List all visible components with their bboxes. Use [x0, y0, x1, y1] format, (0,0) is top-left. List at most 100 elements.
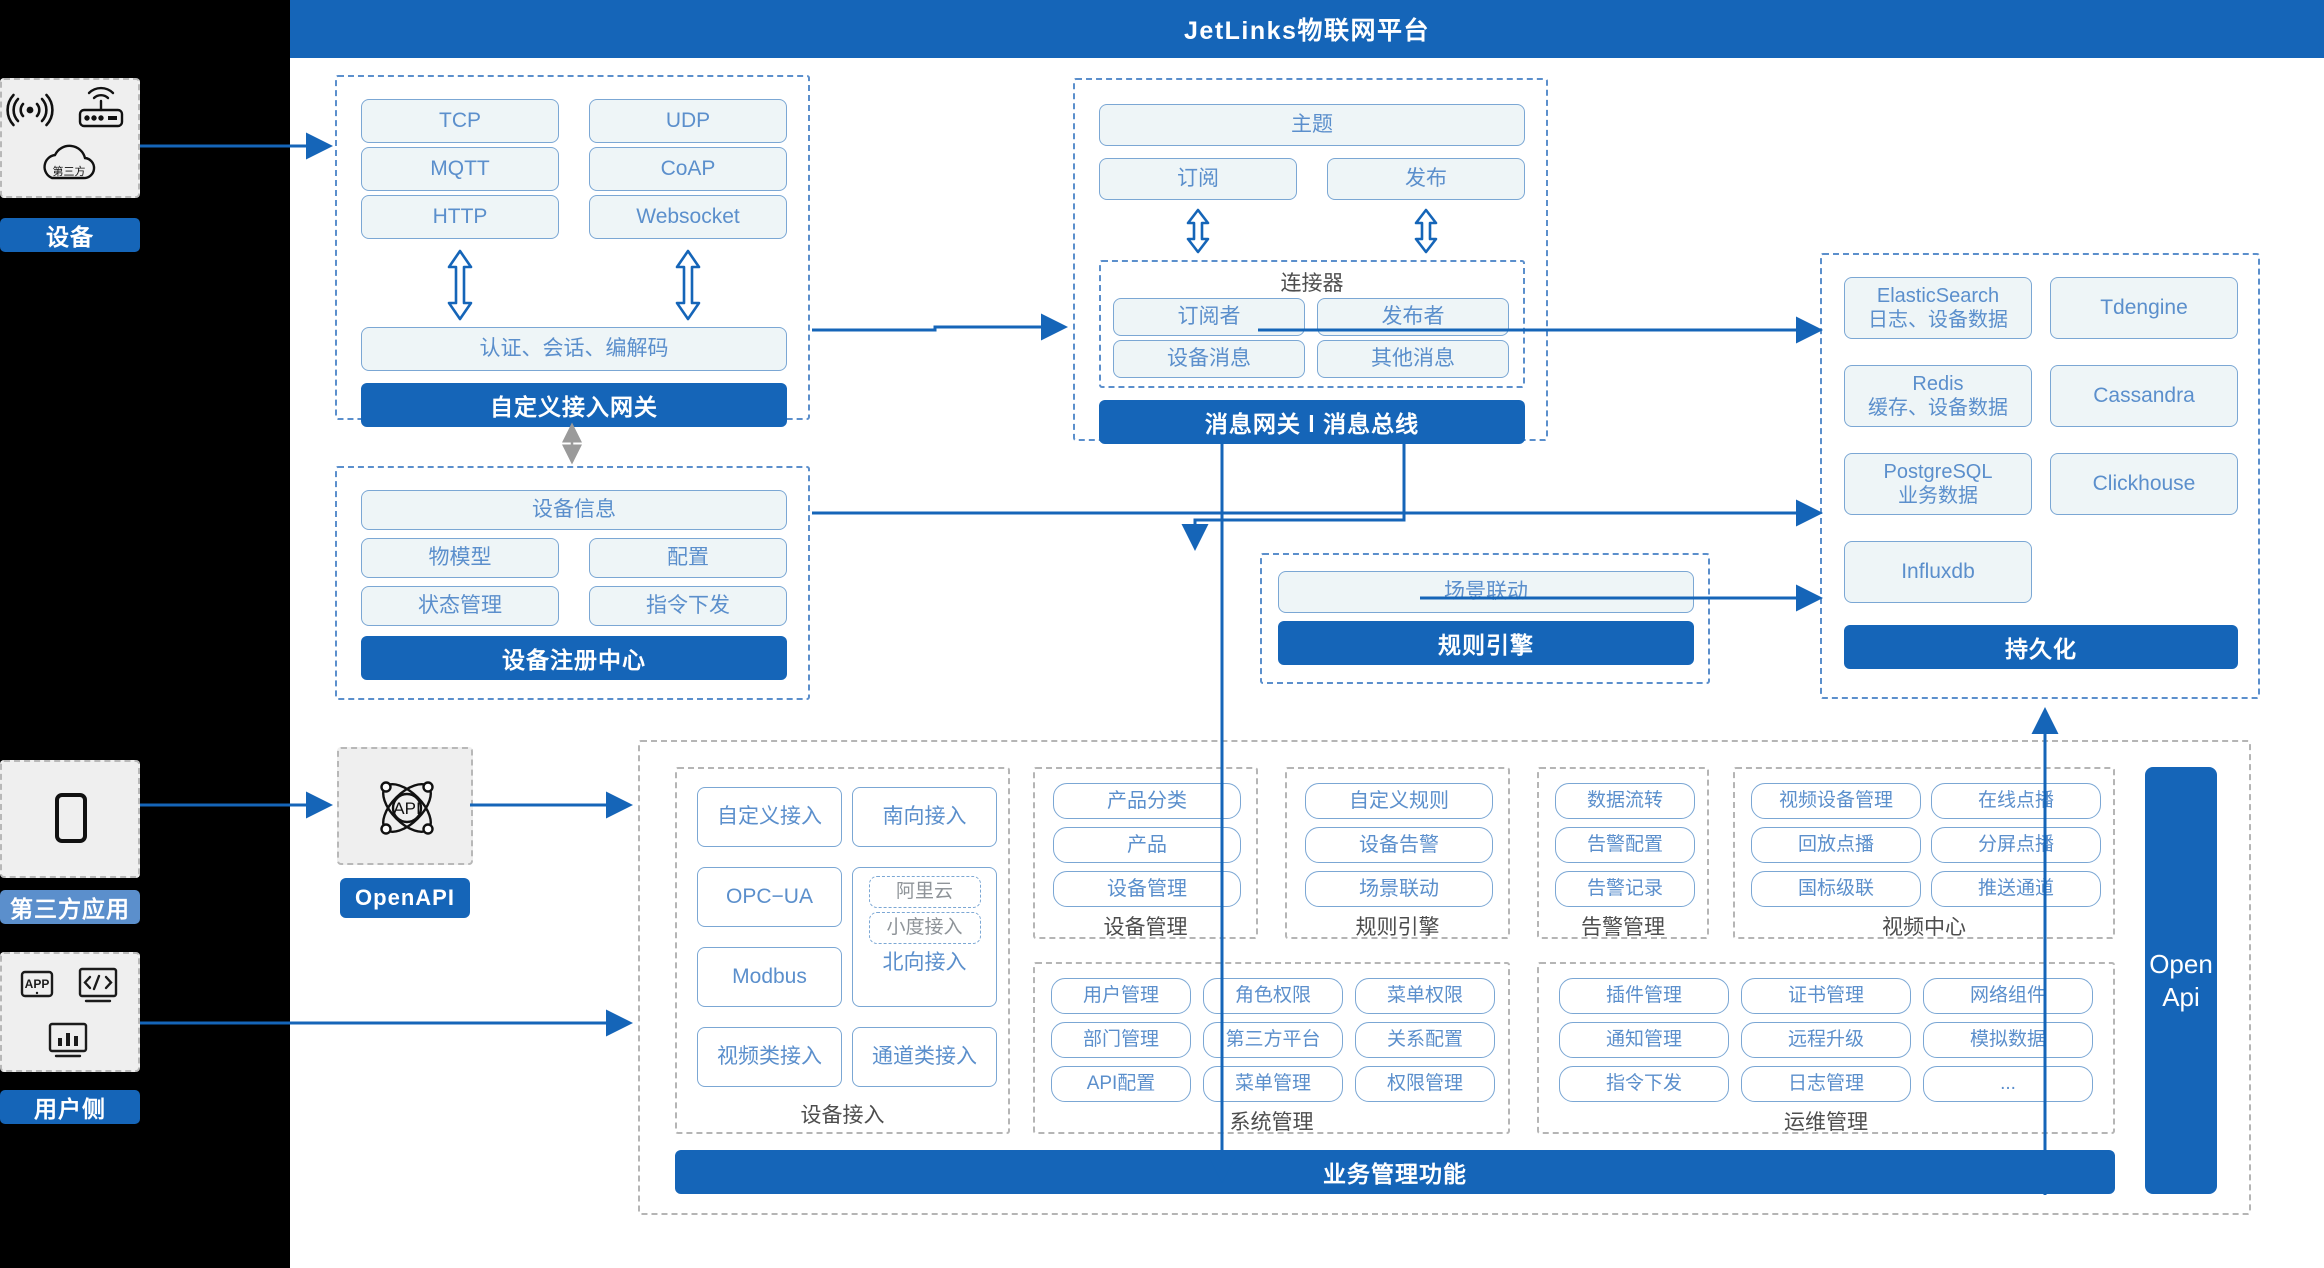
device-info-box[interactable]: 设备信息	[361, 490, 787, 530]
thing-model-box[interactable]: 物模型	[361, 538, 559, 578]
video-online-vod[interactable]: 在线点播	[1931, 783, 2101, 819]
persistence-bar[interactable]: 持久化	[1844, 625, 2238, 669]
ops-more[interactable]: ...	[1923, 1066, 2093, 1102]
message-gateway-bar[interactable]: 消息网关 l 消息总线	[1099, 400, 1525, 444]
video-split-screen[interactable]: 分屏点播	[1931, 827, 2101, 863]
devmgmt-device-management[interactable]: 设备管理	[1053, 871, 1241, 907]
sys-api-config[interactable]: API配置	[1051, 1066, 1191, 1102]
device-registry-bar[interactable]: 设备注册中心	[361, 636, 787, 680]
storage-influxdb[interactable]: Influxdb	[1844, 541, 2032, 603]
connector-group: 连接器 订阅者 发布者 设备消息 其他消息	[1099, 260, 1525, 388]
storage-elasticsearch[interactable]: ElasticSearch 日志、设备数据	[1844, 277, 2032, 339]
storage-group: ElasticSearch 日志、设备数据 Tdengine Redis 缓存、…	[1820, 253, 2260, 699]
cloud-label: 第三方	[53, 164, 86, 178]
subscribe-double-arrow	[1186, 208, 1210, 254]
device-mgmt-group: 产品分类 产品 设备管理 设备管理	[1033, 767, 1258, 939]
ops-cert-mgmt[interactable]: 证书管理	[1741, 978, 1911, 1014]
access-northbound-label: 北向接入	[882, 951, 967, 974]
storage-redis-sub: 缓存、设备数据	[1868, 397, 2008, 419]
video-playback-vod[interactable]: 回放点播	[1751, 827, 1921, 863]
gateway-double-arrow-right	[675, 249, 701, 321]
ops-network-comp[interactable]: 网络组件	[1923, 978, 2093, 1014]
ops-plugin-mgmt[interactable]: 插件管理	[1559, 978, 1729, 1014]
sys-third-party[interactable]: 第三方平台	[1203, 1022, 1343, 1058]
publish-double-arrow	[1414, 208, 1438, 254]
connector-device-message[interactable]: 设备消息	[1113, 340, 1305, 378]
protocol-mqtt[interactable]: MQTT	[361, 147, 559, 191]
ops-log-mgmt[interactable]: 日志管理	[1741, 1066, 1911, 1102]
access-aliyun[interactable]: 阿里云	[868, 876, 981, 908]
openapi-rail-line2: Api	[2162, 981, 2200, 1012]
access-xiaodu[interactable]: 小度接入	[868, 912, 981, 944]
state-mgmt-box[interactable]: 状态管理	[361, 586, 559, 626]
device-access-group: 自定义接入 OPC−UA Modbus 视频类接入 南向接入 阿里云 小度接入 …	[675, 767, 1010, 1134]
storage-postgresql[interactable]: PostgreSQL 业务数据	[1844, 453, 2032, 515]
access-opcua[interactable]: OPC−UA	[697, 867, 842, 927]
access-modbus[interactable]: Modbus	[697, 947, 842, 1007]
codec-box[interactable]: 认证、会话、编解码	[361, 327, 787, 371]
video-gb-cascade[interactable]: 国标级联	[1751, 871, 1921, 907]
ops-command-dispatch[interactable]: 指令下发	[1559, 1066, 1729, 1102]
access-northbound-container[interactable]: 阿里云 小度接入 北向接入	[852, 867, 997, 1007]
openapi-node-label[interactable]: OpenAPI	[340, 878, 470, 918]
third-party-app-rail-label: 第三方应用	[0, 890, 140, 924]
topic-box[interactable]: 主题	[1099, 104, 1525, 146]
access-video[interactable]: 视频类接入	[697, 1027, 842, 1087]
business-function-bar[interactable]: 业务管理功能	[675, 1150, 2115, 1194]
video-device-mgmt[interactable]: 视频设备管理	[1751, 783, 1921, 819]
user-side-rail-label: 用户侧	[0, 1090, 140, 1124]
connector-other-message[interactable]: 其他消息	[1317, 340, 1509, 378]
rule-device-alarm[interactable]: 设备告警	[1305, 827, 1493, 863]
sys-role-perm[interactable]: 角色权限	[1203, 978, 1343, 1014]
alarm-data-flow[interactable]: 数据流转	[1555, 783, 1695, 819]
storage-tdengine[interactable]: Tdengine	[2050, 277, 2238, 339]
config-box[interactable]: 配置	[589, 538, 787, 578]
rule-custom[interactable]: 自定义规则	[1305, 783, 1493, 819]
rule-engine-bar[interactable]: 规则引擎	[1278, 621, 1694, 665]
ops-remote-upgrade[interactable]: 远程升级	[1741, 1022, 1911, 1058]
connector-publisher[interactable]: 发布者	[1317, 298, 1509, 336]
devmgmt-product-category[interactable]: 产品分类	[1053, 783, 1241, 819]
alarm-record[interactable]: 告警记录	[1555, 871, 1695, 907]
custom-gateway-bar[interactable]: 自定义接入网关	[361, 383, 787, 427]
video-push-channel[interactable]: 推送通道	[1931, 871, 2101, 907]
ops-notify-mgmt[interactable]: 通知管理	[1559, 1022, 1729, 1058]
device-icons-svg: 第三方	[6, 86, 124, 180]
sys-menu-perm[interactable]: 菜单权限	[1355, 978, 1495, 1014]
app-icon: APP	[20, 970, 54, 998]
video-center-group: 视频设备管理 回放点播 国标级联 在线点播 分屏点播 推送通道 视频中心	[1733, 767, 2115, 939]
command-dispatch-box[interactable]: 指令下发	[589, 586, 787, 626]
sys-user-mgmt[interactable]: 用户管理	[1051, 978, 1191, 1014]
protocol-udp[interactable]: UDP	[589, 99, 787, 143]
sys-dept-mgmt[interactable]: 部门管理	[1051, 1022, 1191, 1058]
protocol-tcp[interactable]: TCP	[361, 99, 559, 143]
access-channel[interactable]: 通道类接入	[852, 1027, 997, 1087]
protocol-http[interactable]: HTTP	[361, 195, 559, 239]
protocol-websocket[interactable]: Websocket	[589, 195, 787, 239]
publish-box[interactable]: 发布	[1327, 158, 1525, 200]
chart-icon	[48, 1022, 88, 1058]
sys-relation-config[interactable]: 关系配置	[1355, 1022, 1495, 1058]
message-bus-group: 主题 订阅 发布 连接器 订阅者 发布者 设备消息 其他消息 消息网关 l 消息…	[1073, 78, 1548, 444]
mobile-phone-icon	[55, 793, 87, 843]
access-southbound[interactable]: 南向接入	[852, 787, 997, 847]
sys-menu-mgmt[interactable]: 菜单管理	[1203, 1066, 1343, 1102]
alarm-config[interactable]: 告警配置	[1555, 827, 1695, 863]
scene-linkage-box[interactable]: 场景联动	[1278, 571, 1694, 613]
rule-scene-linkage[interactable]: 场景联动	[1305, 871, 1493, 907]
storage-clickhouse[interactable]: Clickhouse	[2050, 453, 2238, 515]
storage-cassandra[interactable]: Cassandra	[2050, 365, 2238, 427]
router-icon	[78, 86, 124, 128]
access-custom[interactable]: 自定义接入	[697, 787, 842, 847]
subscribe-box[interactable]: 订阅	[1099, 158, 1297, 200]
openapi-vertical-rail[interactable]: Open Api	[2145, 767, 2217, 1194]
devmgmt-product[interactable]: 产品	[1053, 827, 1241, 863]
connector-subscriber[interactable]: 订阅者	[1113, 298, 1305, 336]
protocol-coap[interactable]: CoAP	[589, 147, 787, 191]
storage-redis[interactable]: Redis 缓存、设备数据	[1844, 365, 2032, 427]
storage-postgresql-name: PostgreSQL	[1883, 461, 1993, 483]
sys-perm-mgmt[interactable]: 权限管理	[1355, 1066, 1495, 1102]
ops-mock-data[interactable]: 模拟数据	[1923, 1022, 2093, 1058]
code-icon	[78, 967, 118, 1003]
